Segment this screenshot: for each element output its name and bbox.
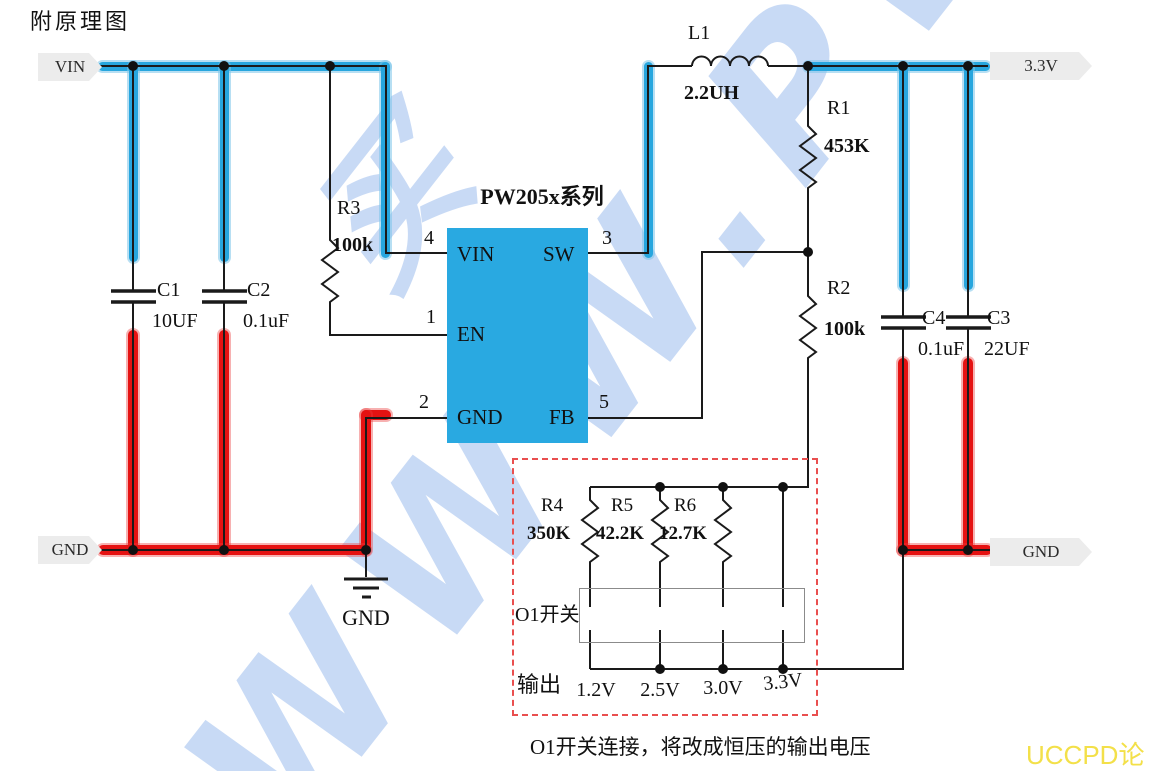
r4-ref: R4 [541,495,564,516]
c2-bottom-red [219,330,229,555]
c1-value: 10UF [152,310,198,332]
ic-pin-label-sw: SW [543,242,575,266]
page-title: 附原理图 [30,9,131,34]
c4-bottom-red [898,358,908,555]
sw-riser-blue [644,62,653,258]
option-1v2: 1.2V [576,679,616,701]
sw-riser-wire [588,65,692,254]
net-tag-gnd-left: GND [38,536,102,564]
c1-capacitor-plates [111,289,156,304]
gnd-pin-stub-red [361,410,391,420]
o1-switch-block [579,588,805,643]
c1-top-blue [129,62,138,262]
c4-top-blue [899,62,908,290]
c2-top-blue [220,62,229,262]
r4-value: 350K [527,523,571,544]
ic-pin-num-2: 2 [419,391,429,413]
r3-value: 100k [332,234,374,256]
r2-value: 100k [824,318,866,340]
c3-bottom-red [963,358,973,555]
ic-pin-num-5: 5 [599,391,609,413]
r6-ref: R6 [674,495,697,516]
o1-switch-label: O1开关 [515,604,580,626]
r5-value: 42.2K [596,523,645,544]
l1-ref: L1 [688,22,711,44]
vin-rail-wire [100,65,447,254]
ic-pin-label-fb: FB [549,405,575,429]
earth-ground-label: GND [342,605,390,630]
gnd-rail-left-red [98,545,370,555]
ic-pin-label-gnd: GND [457,405,503,429]
ic-body-pw205x [447,228,588,443]
r1-resistor-zigzag [798,66,818,252]
option-2v5: 2.5V [640,679,680,701]
vin-rail-blue [98,62,390,71]
gnd-pin-wire [365,417,447,550]
option-3v3: 3.3V [762,669,804,696]
r3-ref: R3 [337,197,361,219]
gnd-rail-right-red [898,545,992,555]
c4-ref: C4 [922,307,946,329]
r1-ref: R1 [827,97,851,119]
c2-capacitor-plates [202,289,247,304]
ic-pin-num-1: 1 [426,306,436,328]
ic-pin-label-vin: VIN [457,242,495,266]
net-tag-3v3: 3.3V [990,52,1092,80]
fb-wire [588,251,808,419]
r1-value: 453K [824,135,870,157]
gnd-drop-red [361,410,371,555]
forum-watermark: UCCPD论坛 [1026,740,1145,770]
c4-capacitor-plates [881,315,926,330]
ic-pin-label-en: EN [457,322,485,346]
r2-resistor-zigzag [590,252,818,488]
out-rail-blue [804,62,990,71]
l1-inductor-coil [691,55,769,67]
l1-value: 2.2UH [684,82,739,104]
earth-ground-icon [344,550,388,599]
net-tag-vin: VIN [38,53,102,81]
r6-value: 12.7K [659,523,708,544]
output-label: 输出 [517,672,562,697]
ic-pin-num-3: 3 [602,227,612,249]
schematic-note: O1开关连接，将改成恒压的输出电压 [530,735,871,759]
c3-ref: C3 [987,307,1011,329]
vin-drop-blue [381,62,390,258]
c3-value: 22UF [984,338,1030,360]
ic-title: PW205x系列 [480,184,604,209]
option-3v0: 3.0V [703,677,743,699]
c2-value: 0.1uF [243,310,290,332]
r5-ref: R5 [611,495,634,516]
c2-ref: C2 [247,279,271,301]
r2-ref: R2 [827,277,851,299]
c4-value: 0.1uF [918,338,965,360]
c3-capacitor-plates [946,315,991,330]
net-tag-gnd-right: GND [990,538,1092,566]
c1-ref: C1 [157,279,181,301]
c3-top-blue [964,62,973,290]
ic-pin-num-4: 4 [424,227,434,249]
c1-bottom-red [128,330,138,555]
